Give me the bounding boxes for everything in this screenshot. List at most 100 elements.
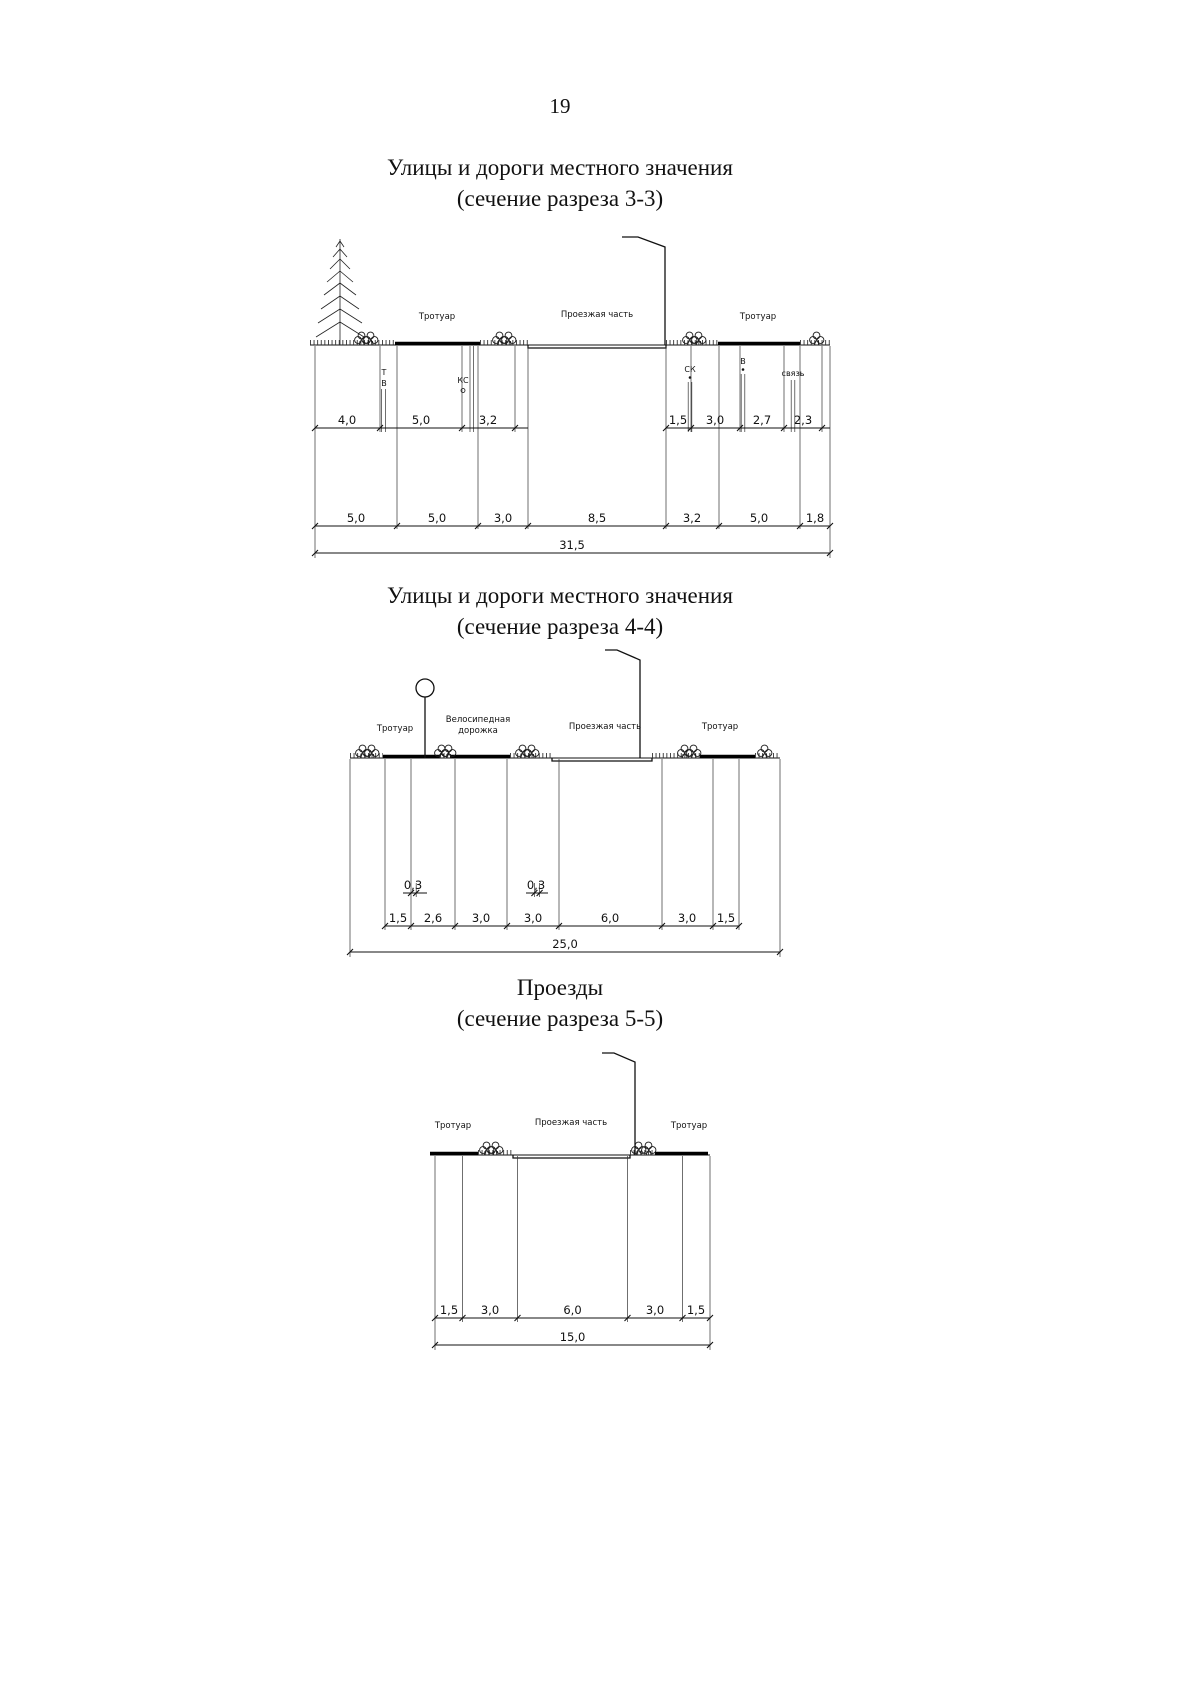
dim-label: 2,6 [424,911,442,925]
street-light-icon [622,236,666,345]
section-subtitle: (сечение разреза 4-4) [456,614,664,639]
bush-icon [757,744,773,759]
utility-label: Т [381,368,387,377]
dim-label: 1,5 [389,911,407,925]
dim-label: 3,2 [479,413,497,427]
utility-duct-lines [790,380,796,432]
utility-symbol [741,368,745,371]
dimension-lines [311,346,834,558]
surface-label: Тротуар [701,722,738,732]
bush-icon [363,331,379,346]
dimension-labels: 1,5 3,0 6,0 3,0 1,5 15,0 [440,1303,705,1344]
dimension-ticks [407,889,543,897]
extension-lines [415,883,540,897]
vegetation [315,239,825,346]
extension-lines [384,759,740,930]
dim-label: 1,5 [440,1303,458,1317]
utility-duct-lines [381,389,386,432]
total-dim-label: 31,5 [559,538,585,552]
surface-label: Проезжая часть [569,722,641,732]
surface-labels: Тротуар Проезжая часть Тротуар [434,1118,707,1131]
dim-label: 5,0 [412,413,430,427]
section3-title-block: Проезды (сечение разреза 5-5) [40,972,1080,1034]
extension-lines [314,346,831,558]
utility-markers: Т В КС СК В связь [381,346,805,432]
surface-labels: Тротуар Велосипедная дорожка Проезжая ча… [376,715,738,736]
roadway-surface [512,1155,631,1159]
vegetation [479,1141,657,1156]
dim-label: 1,5 [669,413,687,427]
section-3-3-diagram: Тротуар Проезжая часть Тротуар Т В КС СК… [310,236,834,558]
dimension-line [435,1317,710,1346]
bush-icon [501,331,517,346]
page-number: 19 [549,94,571,118]
dim-label: 1,5 [717,911,735,925]
surface-label: Проезжая часть [535,1118,607,1128]
utility-label: СК [684,365,696,374]
dim-label: 2,7 [753,413,771,427]
surface-label: Тротуар [418,312,455,322]
dimension-line [315,427,830,554]
section-4-4-diagram: Тротуар Велосипедная дорожка Проезжая ча… [346,649,784,957]
dimension-ticks [311,522,834,530]
dimension-line [350,892,780,953]
section-5-5-diagram: Тротуар Проезжая часть Тротуар 1,5 3,0 6… [430,1052,714,1350]
dim-label: 2,3 [794,413,812,427]
dim-label: 0,3 [527,878,545,892]
dim-label: 1,8 [806,511,824,525]
street-light-icon [605,649,641,758]
section-title: Улицы и дороги местного значения [387,583,733,608]
dim-label: 3,0 [678,911,696,925]
section-title: Улицы и дороги местного значения [387,155,733,180]
section-title: Проезды [516,975,604,1000]
dim-label: 3,0 [646,1303,664,1317]
dimension-labels: 0,3 0,3 1,5 2,6 3,0 3,0 6,0 3,0 1,5 25,0 [389,878,735,951]
utility-duct-lines [687,382,693,432]
utility-label: связь [782,369,805,378]
extension-lines [349,759,781,957]
extension-lines [379,346,823,432]
dim-label: 1,5 [687,1303,705,1317]
dim-label: 6,0 [563,1303,581,1317]
dimension-lines [431,1156,714,1350]
surface-label: Тротуар [739,312,776,322]
terrain [430,1150,710,1159]
dim-label: 3,0 [524,911,542,925]
dim-label: 5,0 [428,511,446,525]
dim-label: 6,0 [601,911,619,925]
terrain [350,753,780,762]
section2-title-block: Улицы и дороги местного значения (сечени… [40,580,1080,642]
total-dim-label: 15,0 [560,1330,586,1344]
dim-label: 3,0 [481,1303,499,1317]
dim-label: 5,0 [750,511,768,525]
utility-label: КС [457,376,469,385]
dim-label: 0,3 [404,878,422,892]
dim-label: 3,0 [494,511,512,525]
extension-lines [434,1156,711,1350]
street-light-icon [602,1052,636,1155]
dim-label: 3,0 [706,413,724,427]
dimension-ticks [431,1341,714,1349]
bush-icon [686,744,702,759]
dim-label: 4,0 [338,413,356,427]
dimension-ticks [346,948,784,956]
dim-label: 8,5 [588,511,606,525]
extension-lines [462,1156,683,1322]
utility-label: В [740,357,746,366]
surface-label: Велосипедная [446,715,510,725]
surface-label: дорожка [458,726,498,736]
dimension-ticks [381,922,743,930]
surface-label: Тротуар [434,1121,471,1131]
section1-title-block: Улицы и дороги местного значения (сечени… [40,152,1080,214]
dim-label: 5,0 [347,511,365,525]
section-subtitle: (сечение разреза 5-5) [456,1006,664,1031]
bush-icon [488,1141,504,1156]
lamp-post-icon [415,678,435,758]
roadway-surface [551,758,653,762]
dim-label: 3,0 [472,911,490,925]
surface-label: Тротуар [670,1121,707,1131]
lamp-head [415,678,435,698]
utility-symbol [460,388,466,393]
tree-icon [315,239,365,345]
